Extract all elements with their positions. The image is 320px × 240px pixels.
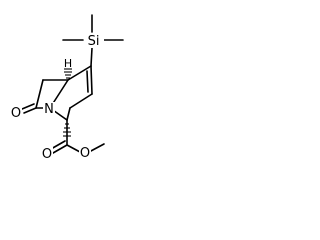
- c6-c7-double-bond-a: [90, 65, 93, 95]
- bonds: [21, 14, 124, 154]
- stereo-h-label: H: [64, 57, 72, 70]
- hashed-wedge-c5-h: [64, 68, 72, 79]
- ester-carbonyl-oxygen-label: O: [42, 147, 52, 162]
- ester-o-bond: [66, 144, 81, 153]
- c6-c7-double-bond-b: [86, 70, 89, 93]
- ester-co-bond-b: [50, 140, 66, 150]
- c8-c9-bond: [66, 107, 71, 121]
- atom-labels: Si H N O O O: [10, 33, 104, 162]
- c7-c8-bond: [69, 93, 93, 109]
- ester-co-bond-a: [52, 144, 68, 154]
- molecular-structure: Si H N O O O: [10, 14, 124, 162]
- lactam-co-bond-a: [23, 107, 37, 114]
- lactam-oxygen-label: O: [11, 106, 21, 121]
- nitrogen-label: N: [44, 102, 54, 117]
- si-c6-bond: [90, 47, 93, 67]
- ester-oxygen-label: O: [80, 146, 90, 161]
- lactam-co-bond-b: [21, 103, 35, 110]
- silicon-label: Si: [88, 34, 100, 49]
- ester-methyl-bond: [88, 143, 105, 153]
- hashed-wedge-c9-ester: [63, 123, 71, 137]
- c5-c6-bond: [67, 65, 92, 81]
- c4-c3-bond: [35, 79, 44, 109]
